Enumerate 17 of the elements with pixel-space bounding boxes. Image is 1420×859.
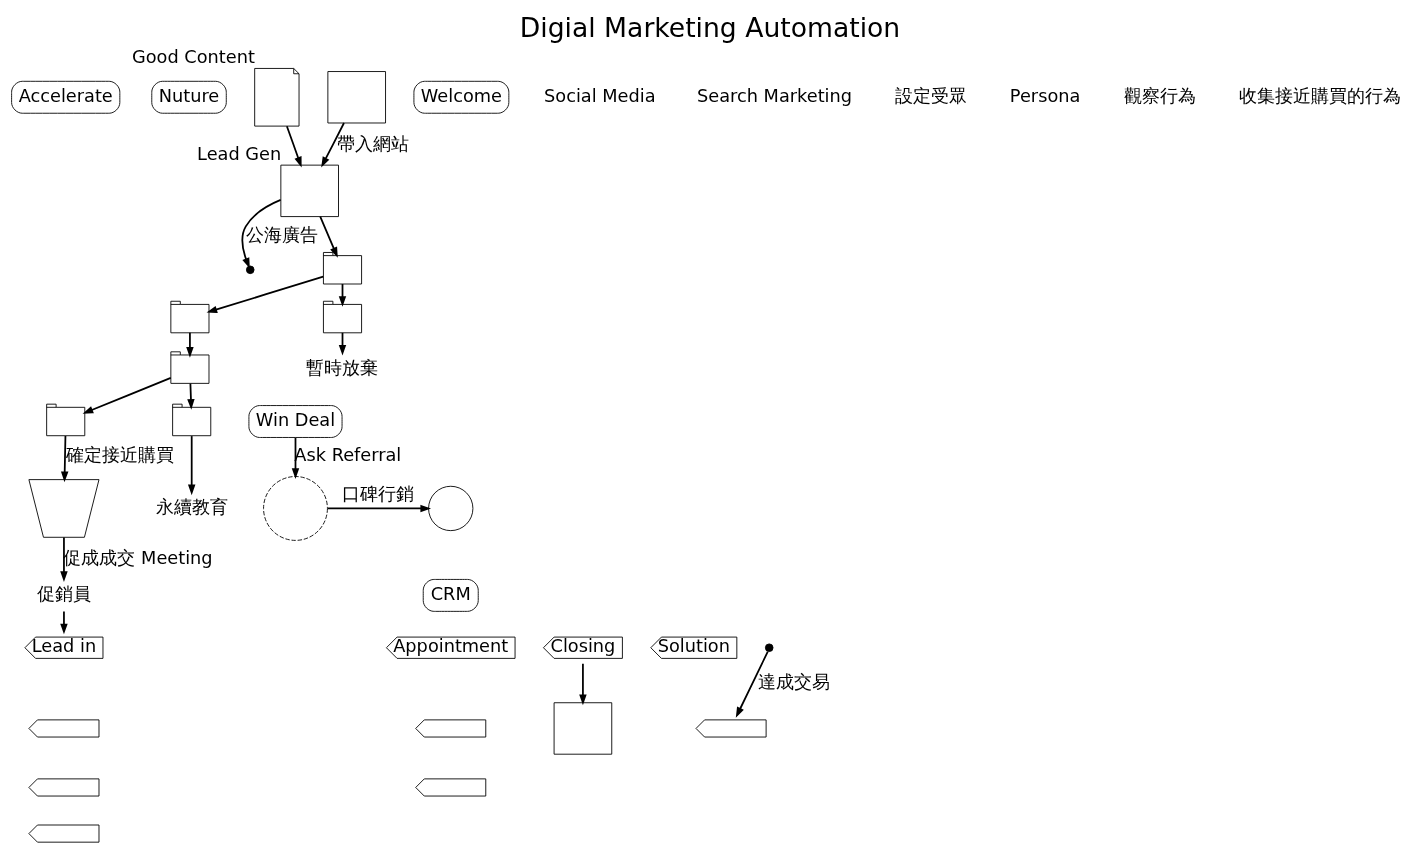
label: 收集接近購買的行為: [1239, 85, 1402, 106]
label: 設定受眾: [894, 85, 967, 106]
edge-label: 帶入網站: [336, 134, 409, 155]
edge-label: 口碑行銷: [341, 484, 414, 505]
edge-label: 確定接近購買: [65, 445, 174, 466]
label: 觀察行為: [1123, 85, 1196, 106]
node-text: 暫時放棄: [306, 357, 379, 378]
label: Search Marketing: [697, 85, 853, 106]
label: Social Media: [544, 85, 656, 106]
edge-label: 公海廣告: [246, 224, 319, 245]
label: Persona: [1009, 85, 1081, 106]
node-text: 永續教育: [155, 496, 228, 517]
edge-label: 達成交易: [758, 671, 831, 692]
node-label: Good Content: [132, 47, 255, 68]
node-label: Lead Gen: [197, 143, 282, 164]
diagram-title: Digial Marketing Automation: [519, 12, 901, 44]
node-text: 促銷員: [36, 583, 91, 604]
